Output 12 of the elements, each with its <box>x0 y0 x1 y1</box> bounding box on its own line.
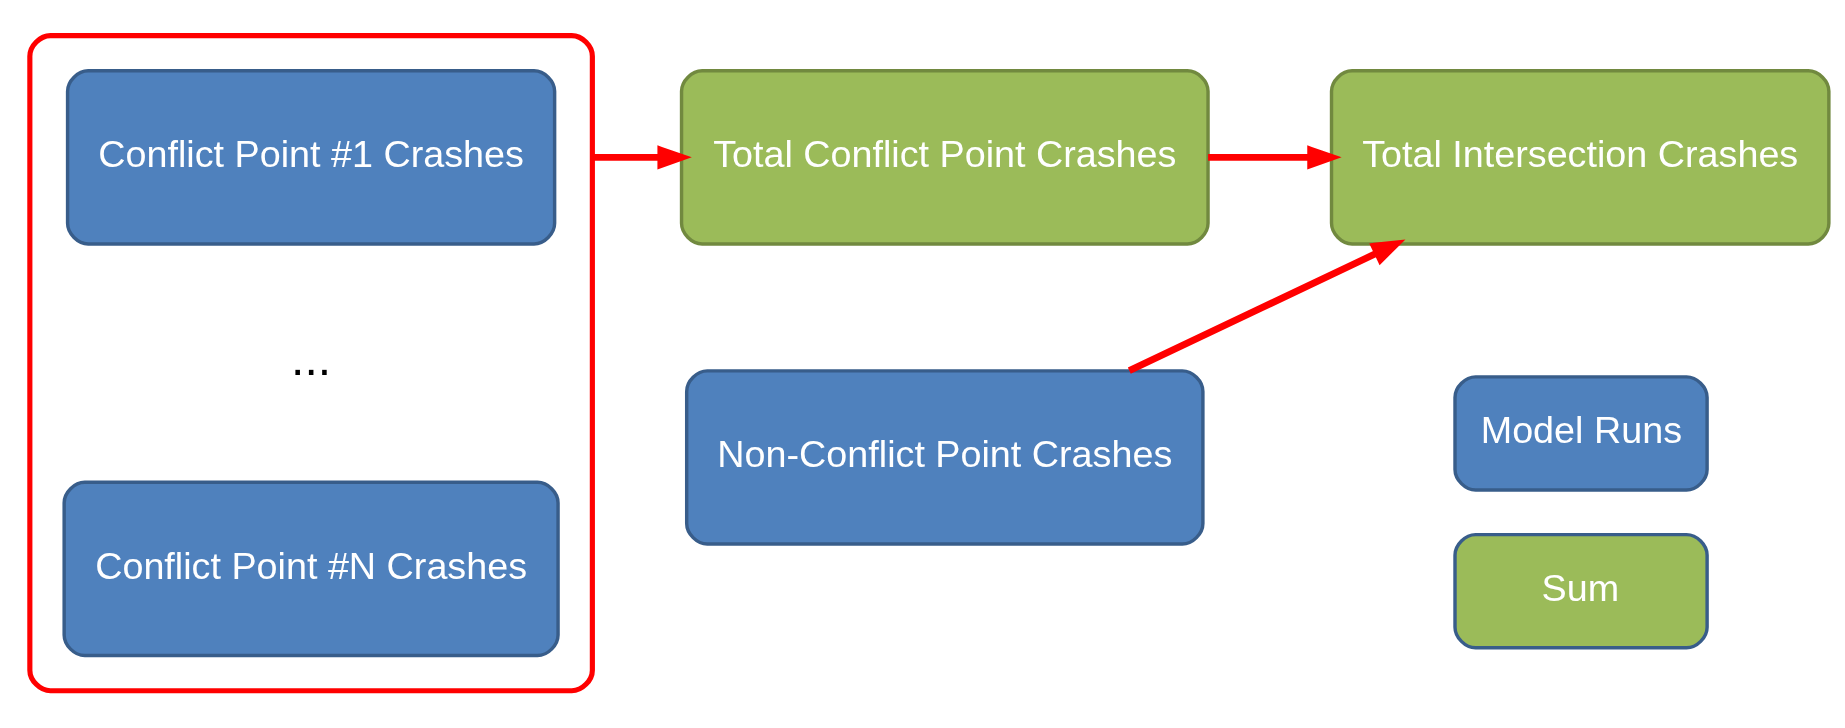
node-box: Total Conflict Point Crashes <box>679 69 1210 246</box>
node-box: Non-Conflict Point Crashes <box>684 369 1205 546</box>
arrow <box>592 145 692 170</box>
legend-label: Model Runs <box>1480 409 1682 452</box>
cluster <box>27 33 595 694</box>
legend-label: Sum <box>1541 566 1620 609</box>
node-box: Conflict Point #1 Crashes <box>65 69 557 246</box>
arrow <box>1208 145 1342 170</box>
arrow <box>1127 239 1406 374</box>
node-box: Total Intersection Crashes <box>1329 69 1831 246</box>
label: ... <box>291 331 332 385</box>
node-box: Conflict Point #N Crashes <box>62 480 560 658</box>
